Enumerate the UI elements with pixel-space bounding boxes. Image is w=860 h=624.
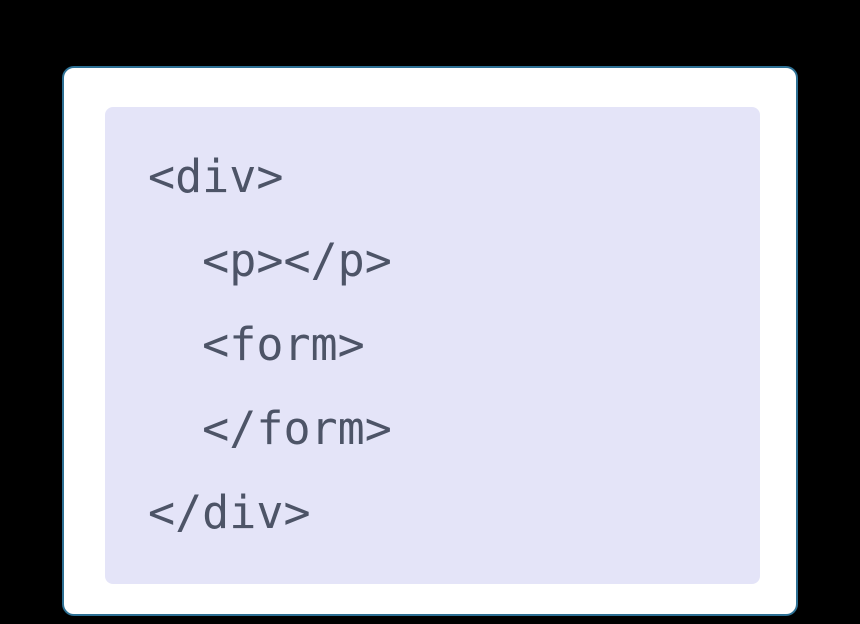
- code-line-div-open: <div>: [148, 150, 284, 203]
- code-line-form-close: </form>: [148, 402, 392, 455]
- card: <div> <p></p> <form> </form> </div>: [62, 66, 798, 616]
- code-line-form-open: <form>: [148, 318, 365, 371]
- code-line-div-close: </div>: [148, 486, 311, 539]
- code-block: <div> <p></p> <form> </form> </div>: [105, 107, 760, 584]
- code-line-p: <p></p>: [148, 234, 392, 287]
